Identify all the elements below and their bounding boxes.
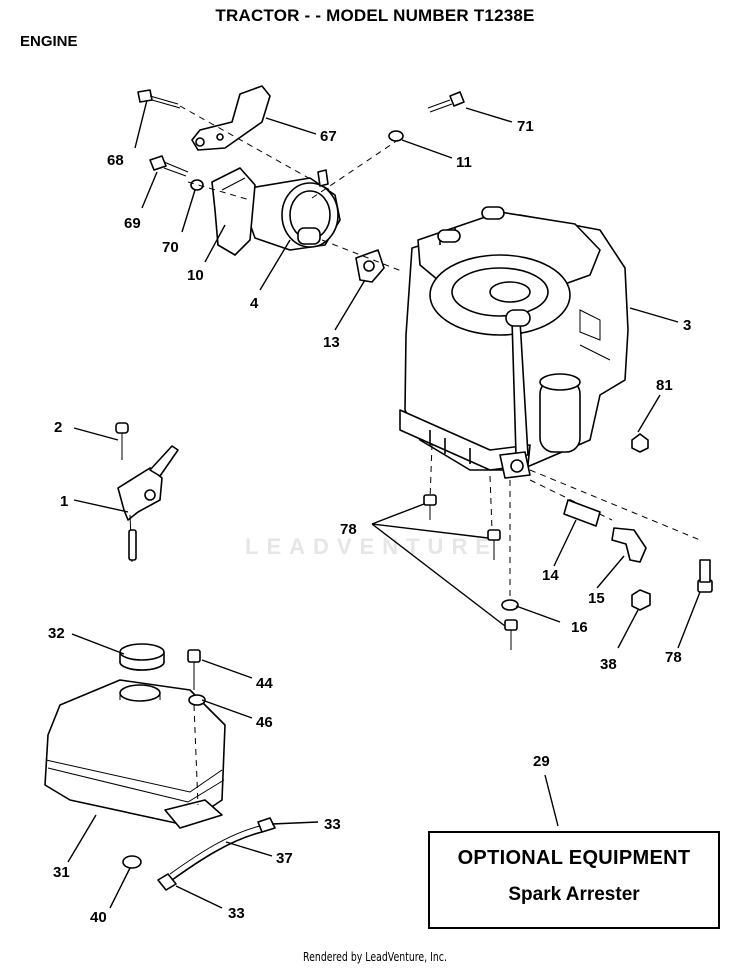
nut-part-38[interactable]	[631, 589, 651, 611]
callout-13: 13	[323, 334, 340, 351]
washer-part-46[interactable]	[188, 694, 206, 706]
section-label: ENGINE	[20, 33, 78, 50]
callout-37: 37	[276, 850, 293, 867]
screw-part-2[interactable]	[115, 422, 129, 460]
callout-32: 32	[48, 625, 65, 642]
callout-15: 15	[588, 590, 605, 607]
callout-2: 2	[54, 419, 62, 436]
bolt-part-68[interactable]	[137, 89, 181, 109]
callout-29: 29	[533, 753, 550, 770]
fuel-tank-part-31[interactable]	[44, 679, 226, 829]
optional-equipment-heading: OPTIONAL EQUIPMENT	[457, 847, 691, 869]
nut-part-81[interactable]	[631, 433, 649, 453]
callout-31: 31	[53, 864, 70, 881]
washer-part-16[interactable]	[501, 599, 519, 611]
callout-46: 46	[256, 714, 273, 731]
callout-33b: 33	[228, 905, 245, 922]
bracket-part-67[interactable]	[191, 85, 271, 151]
callout-68: 68	[107, 152, 124, 169]
elbow-part-15[interactable]	[611, 527, 647, 563]
watermark: LEADVENTURE	[245, 534, 499, 559]
callout-38: 38	[600, 656, 617, 673]
callout-44: 44	[256, 675, 273, 692]
callout-1: 1	[60, 493, 68, 510]
optional-equipment-box: OPTIONAL EQUIPMENT Spark Arrester	[428, 831, 720, 929]
callout-78b: 78	[665, 649, 682, 666]
throttle-control-part-1[interactable]	[117, 445, 179, 563]
callout-69: 69	[124, 215, 141, 232]
callout-10: 10	[187, 267, 204, 284]
callout-14: 14	[542, 567, 559, 584]
gasket-part-13[interactable]	[355, 249, 385, 283]
footer-credit: Rendered by LeadVenture, Inc.	[303, 950, 447, 964]
pipe-part-14[interactable]	[563, 499, 601, 527]
bolt-part-71[interactable]	[427, 91, 465, 113]
optional-equipment-item: Spark Arrester	[508, 884, 640, 905]
callout-81: 81	[656, 377, 673, 394]
grommet-part-40[interactable]	[122, 855, 142, 869]
callout-4: 4	[250, 295, 259, 312]
clamp-part-33[interactable]	[157, 817, 276, 891]
callout-11: 11	[456, 154, 472, 171]
leader-lines	[67, 99, 701, 909]
callout-67: 67	[320, 128, 337, 145]
washer-part-70[interactable]	[190, 179, 204, 191]
callout-70: 70	[162, 239, 179, 256]
fuel-cap-part-32[interactable]	[119, 643, 165, 671]
heat-shield-part-10[interactable]	[211, 167, 256, 256]
bolt-part-78[interactable]	[423, 494, 713, 650]
muffler-part-4[interactable]	[244, 169, 341, 251]
callout-3: 3	[683, 317, 691, 334]
bolt-part-69[interactable]	[149, 155, 189, 177]
callout-40: 40	[90, 909, 107, 926]
callout-numbers: 67 68 71 11 69 70 10 4 13 3 81 2 1 78 14…	[48, 118, 691, 926]
engine-part-3[interactable]	[399, 206, 629, 479]
callout-16: 16	[571, 619, 588, 636]
screw-part-44[interactable]	[187, 649, 201, 690]
diagram-title: TRACTOR - - MODEL NUMBER T1238E	[215, 6, 535, 25]
callout-71: 71	[517, 118, 534, 135]
callout-78a: 78	[340, 521, 357, 538]
fuel-line-part-37[interactable]	[169, 825, 263, 881]
lock-washer-part-11[interactable]	[388, 130, 404, 142]
assembly-lines	[179, 105, 701, 610]
tank-assembly-line	[193, 704, 199, 806]
callout-33a: 33	[324, 816, 341, 833]
